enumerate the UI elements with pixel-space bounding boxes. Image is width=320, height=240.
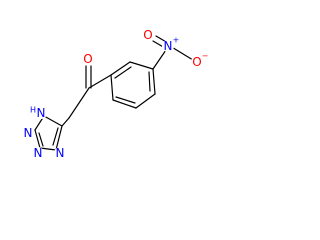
bond-n-o-right bbox=[169, 45, 194, 61]
nitro-o-right-label: O bbox=[192, 55, 201, 69]
bond-n-ring bbox=[152, 49, 167, 70]
bond-tz-n4-c bbox=[55, 125, 63, 151]
structure-canvas: N + O O − O H N N N N bbox=[22, 28, 208, 160]
bond-ring-4-inner bbox=[115, 96, 136, 104]
tetrazole-n4-label: N bbox=[56, 146, 65, 160]
bond-ring-2 bbox=[110, 61, 131, 76]
bond-ring-6 bbox=[152, 68, 156, 95]
bond-tz-n2-n3-double bbox=[38, 132, 44, 147]
bond-ring-carbonyl bbox=[88, 74, 112, 89]
bond-ring-2-inner bbox=[114, 66, 132, 79]
bond-ring-3 bbox=[110, 74, 114, 101]
molecule-structure: N + O O − O H N N N N bbox=[22, 28, 208, 160]
bond-layer bbox=[34, 35, 194, 151]
bond-tz-n4-c-double bbox=[52, 127, 59, 146]
tetrazole-n3-label: N bbox=[34, 146, 43, 160]
tetrazole-n2-label: N bbox=[24, 126, 33, 140]
nitro-o-top-label: O bbox=[143, 28, 152, 42]
nitro-n-charge: + bbox=[173, 36, 180, 45]
atom-layer: N + O O − O H N N N N bbox=[22, 28, 208, 160]
bond-ch2-tetrazole bbox=[61, 117, 70, 127]
bond-ring-6-inner bbox=[148, 71, 151, 92]
bond-ring-5 bbox=[135, 93, 156, 109]
bond-ring-4 bbox=[112, 99, 137, 109]
nitro-n-label: N bbox=[164, 39, 173, 53]
bond-tz-c-n1 bbox=[43, 115, 63, 127]
bond-ring-1 bbox=[129, 61, 154, 70]
carbonyl-o-label: O bbox=[83, 52, 92, 66]
nitro-o-right-charge: − bbox=[202, 52, 209, 61]
bond-tz-n2-n3 bbox=[34, 129, 41, 149]
tetrazole-nh-h-label: H bbox=[30, 106, 36, 115]
tetrazole-nh-label: N bbox=[37, 106, 46, 120]
bond-carbonyl-ch2 bbox=[68, 87, 90, 119]
bond-tz-n3-n4 bbox=[39, 147, 57, 151]
